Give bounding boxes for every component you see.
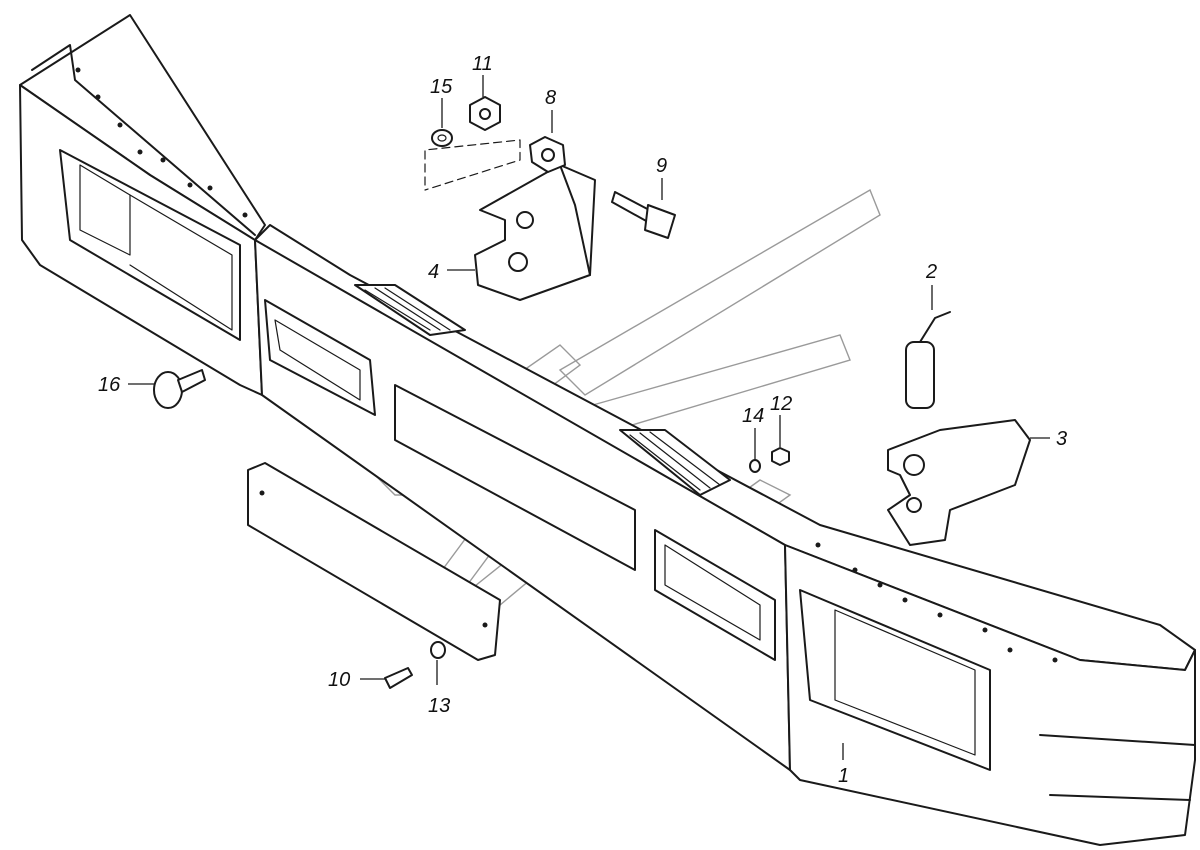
callout-8: 8	[545, 87, 556, 109]
callout-labels: 1 2 3 4 8 9 10 11 12 13 14 15 16	[98, 53, 1067, 787]
nut-part-8	[529, 136, 566, 173]
callout-14: 14	[742, 405, 764, 427]
washer-part-14	[749, 459, 761, 473]
leader-lines	[128, 75, 1050, 760]
bolt-part-9	[611, 191, 676, 239]
callout-13: 13	[428, 695, 450, 717]
plate	[247, 462, 501, 661]
callout-12: 12	[770, 393, 792, 415]
callout-9: 9	[656, 155, 667, 177]
callout-15: 15	[430, 76, 453, 98]
washer-part-15	[424, 129, 521, 191]
bumper-part-1	[19, 14, 1196, 846]
pin-part-2	[905, 311, 951, 409]
screw-part-10	[384, 667, 413, 689]
bracket-part-3	[887, 419, 1031, 546]
callout-10: 10	[328, 669, 350, 691]
washer-part-13	[430, 641, 446, 659]
callout-1: 1	[838, 765, 849, 787]
callout-11: 11	[472, 53, 493, 75]
nut-part-11	[469, 96, 501, 131]
bracket-part-4	[474, 164, 596, 301]
nut-part-12	[771, 447, 790, 466]
callout-3: 3	[1056, 428, 1067, 450]
callout-2: 2	[925, 261, 937, 283]
callout-16: 16	[98, 374, 121, 396]
callout-4: 4	[428, 261, 439, 283]
bolt-part-16	[153, 369, 206, 409]
